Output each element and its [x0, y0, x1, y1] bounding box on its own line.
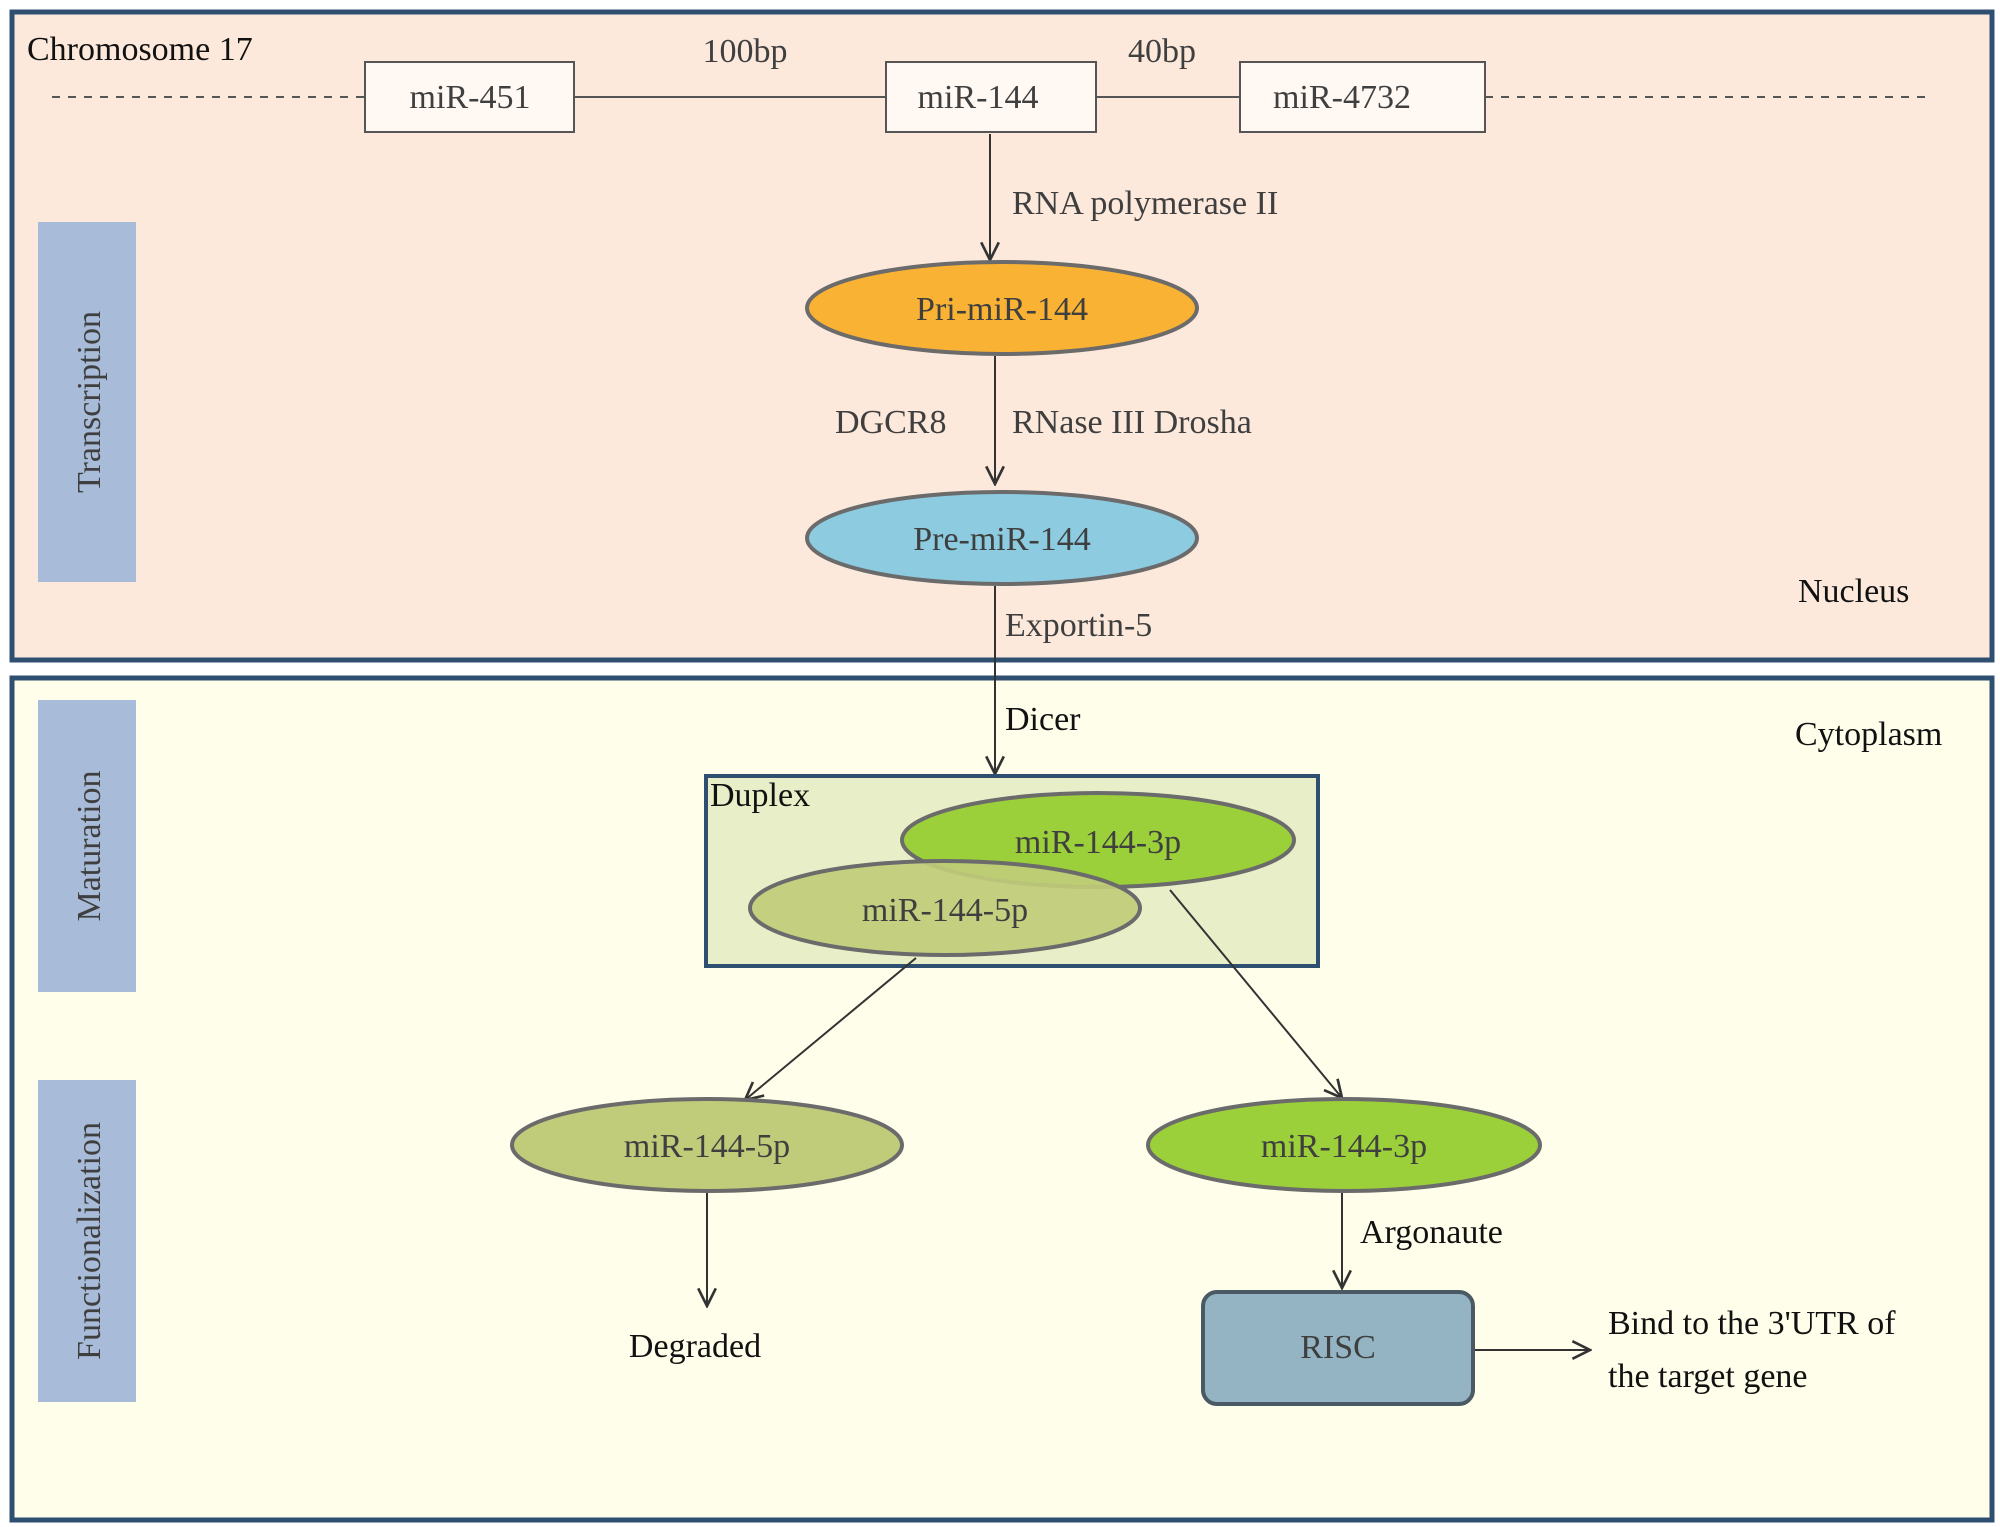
- pri-mir144-node: [805, 260, 1199, 356]
- mir144-3p-node: [1146, 1097, 1542, 1193]
- mir144-5p-node: [510, 1097, 904, 1193]
- bind-target-line2: the target gene: [1608, 1358, 1808, 1395]
- maturation-tab: [38, 700, 136, 992]
- gene-label-mir144: miR-144: [918, 79, 1039, 116]
- bind-target-line1: Bind to the 3'UTR of: [1608, 1305, 1896, 1342]
- dgcr8-label: DGCR8: [835, 404, 946, 441]
- dicer-label: Dicer: [1005, 701, 1081, 738]
- gene-box-mir451: [364, 61, 575, 133]
- nucleus-label: Nucleus: [1798, 573, 1909, 610]
- gene-label-mir451: miR-451: [410, 79, 531, 116]
- rna-polymerase-label: RNA polymerase II: [1012, 185, 1278, 222]
- exportin-label: Exportin-5: [1005, 607, 1152, 644]
- cytoplasm-label: Cytoplasm: [1795, 716, 1942, 753]
- spacing-40bp: 40bp: [1128, 33, 1196, 70]
- pre-mir144-node: [805, 490, 1199, 586]
- spacing-100bp: 100bp: [703, 33, 788, 70]
- duplex-3p-label: miR-144-3p: [1015, 824, 1181, 861]
- maturation-label: Maturation: [71, 770, 108, 921]
- functionalization-tab: [38, 1080, 136, 1402]
- mir144-5p-label: miR-144-5p: [624, 1128, 790, 1165]
- transcription-label: Transcription: [71, 311, 108, 493]
- risc-label: RISC: [1300, 1329, 1376, 1366]
- degraded-label: Degraded: [629, 1328, 761, 1365]
- chromosome-title: Chromosome 17: [27, 31, 253, 68]
- pri-mir144-label: Pri-miR-144: [916, 291, 1088, 328]
- gene-box-mir4732: [1239, 61, 1486, 133]
- mir144-3p-label: miR-144-3p: [1261, 1128, 1427, 1165]
- argonaute-label: Argonaute: [1360, 1214, 1503, 1251]
- pre-mir144-label: Pre-miR-144: [913, 521, 1091, 558]
- risc-box: [1201, 1290, 1475, 1406]
- drosha-label: RNase III Drosha: [1012, 404, 1252, 441]
- arrow-to-3p: [1169, 889, 1342, 1098]
- duplex-5p-label: miR-144-5p: [862, 892, 1028, 929]
- transcription-tab: [38, 222, 136, 582]
- gene-box-mir144: [885, 61, 1097, 133]
- gene-label-mir4732: miR-4732: [1273, 79, 1411, 116]
- functionalization-label: Functionalization: [71, 1122, 108, 1360]
- arrow-to-5p: [745, 957, 917, 1100]
- duplex-label: Duplex: [710, 777, 810, 814]
- duplex-5p-node: [748, 859, 1142, 957]
